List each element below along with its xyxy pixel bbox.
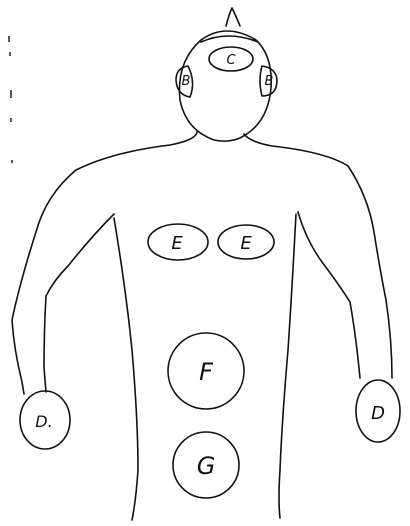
left-arm-inner (44, 214, 114, 392)
torso-right-side (279, 214, 296, 518)
label-head-right: B (265, 74, 274, 89)
right-arm-inner (298, 212, 360, 378)
label-hand-left: D. (35, 412, 52, 431)
body-left-outline (12, 132, 197, 394)
label-abdomen-upper: F (199, 358, 214, 386)
head-topknot (226, 8, 240, 26)
label-head-left: B (182, 74, 191, 89)
label-hand-right: D (371, 403, 385, 424)
scan-specks (8, 36, 13, 163)
label-abdomen-lower: G (197, 452, 216, 480)
torso-left-side (114, 218, 138, 520)
label-head-top: C (226, 53, 236, 68)
label-chest-right: E (240, 233, 252, 254)
label-chest-left: E (171, 233, 183, 254)
head (176, 8, 277, 141)
